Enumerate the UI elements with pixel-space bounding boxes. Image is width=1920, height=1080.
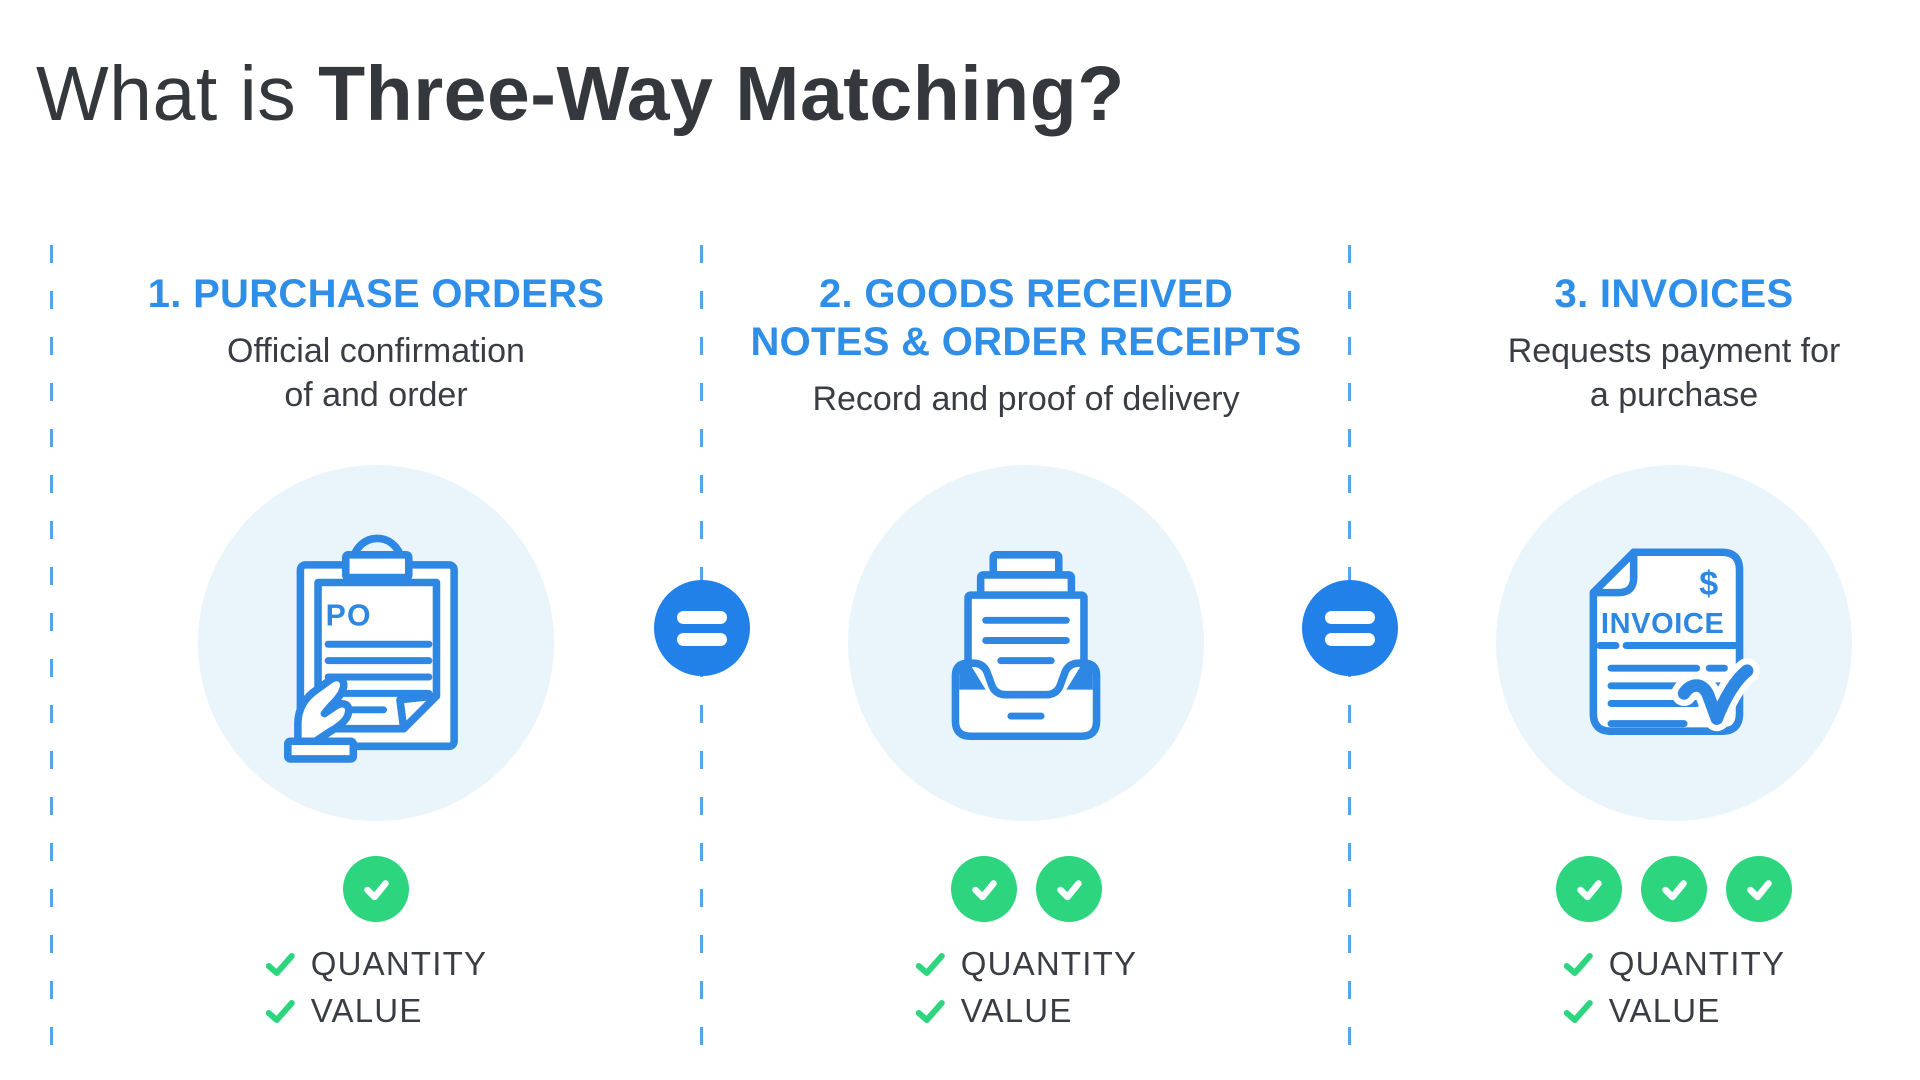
checkmark-icon — [1563, 952, 1593, 976]
equals-bar — [677, 632, 727, 646]
equals-bar — [677, 610, 727, 624]
checklist-item-label: VALUE — [310, 992, 423, 1029]
column-purchase-orders: 1. PURCHASE ORDERS Official confirmation… — [52, 0, 700, 1080]
checklist-item-label: VALUE — [1608, 992, 1721, 1029]
column-1-subtitle: Official confirmation of and order — [227, 332, 525, 414]
page-title-bold: Three-Way Matching? — [318, 51, 1125, 137]
page-title: What is Three-Way Matching? — [36, 50, 1125, 139]
checkmark-icon — [915, 999, 945, 1023]
column-3-header: 3. INVOICES Requests payment for a purch… — [1350, 270, 1920, 417]
checklist-item-label: QUANTITY — [1608, 945, 1786, 982]
hand-shape — [294, 673, 353, 746]
column-1-heading: 1. PURCHASE ORDERS — [147, 272, 605, 316]
separator-line-left — [50, 245, 53, 1053]
invoice-icon: $ INVOICE — [1589, 548, 1760, 735]
checklist-item: QUANTITY — [915, 945, 1137, 983]
checklist-item-label: QUANTITY — [960, 945, 1138, 982]
checklist-item-label: VALUE — [960, 992, 1073, 1029]
po-label: PO — [326, 599, 372, 632]
goods-received-tray-icon — [951, 551, 1101, 741]
column-1-checklist: QUANTITY VALUE — [265, 945, 487, 1030]
column-2-subtitle: Record and proof of delivery — [812, 380, 1240, 418]
check-badge-icon — [343, 856, 409, 922]
checklist-item: VALUE — [1563, 992, 1785, 1030]
column-3-subtitle: Requests payment for a purchase — [1507, 332, 1841, 414]
checkmark-icon — [915, 952, 945, 976]
page-title-light: What is — [36, 51, 319, 137]
invoice-currency-label: $ — [1699, 565, 1718, 603]
check-badge-icon — [1641, 856, 1707, 922]
column-1-icon-circle: PO — [198, 465, 554, 821]
check-badge-icon — [950, 856, 1017, 922]
column-3-checklist: QUANTITY VALUE — [1563, 945, 1785, 1030]
column-invoices: 3. INVOICES Requests payment for a purch… — [1350, 0, 1920, 1080]
equals-bar — [1325, 610, 1375, 624]
approved-checkmark — [1677, 664, 1754, 725]
purchase-order-clipboard-icon: PO — [284, 534, 458, 763]
column-1-match-badges — [52, 856, 700, 922]
checklist-item: VALUE — [265, 992, 487, 1030]
column-2-checklist: QUANTITY VALUE — [915, 945, 1137, 1030]
check-badge-icon — [1726, 856, 1792, 922]
equals-bar — [1325, 632, 1375, 646]
column-goods-received: 2. GOODS RECEIVED NOTES & ORDER RECEIPTS… — [702, 0, 1350, 1080]
invoice-title-label: INVOICE — [1601, 608, 1725, 640]
column-3-heading: 3. INVOICES — [1554, 272, 1794, 316]
checklist-item: QUANTITY — [1563, 945, 1785, 983]
checklist-item: VALUE — [915, 992, 1137, 1030]
column-2-match-badges — [702, 856, 1350, 922]
checkmark-icon — [265, 999, 295, 1023]
checklist-item: QUANTITY — [265, 945, 487, 983]
check-badge-icon — [1035, 856, 1102, 922]
column-1-header: 1. PURCHASE ORDERS Official confirmation… — [52, 270, 700, 417]
checkmark-icon — [265, 952, 295, 976]
column-2-header: 2. GOODS RECEIVED NOTES & ORDER RECEIPTS… — [702, 270, 1350, 422]
equals-icon — [1302, 580, 1398, 676]
column-3-icon-circle: $ INVOICE — [1496, 465, 1852, 821]
check-badge-icon — [1556, 856, 1622, 922]
column-3-match-badges — [1350, 856, 1920, 922]
column-2-heading: 2. GOODS RECEIVED NOTES & ORDER RECEIPTS — [750, 272, 1302, 364]
checkmark-icon — [1563, 999, 1593, 1023]
equals-icon — [654, 580, 750, 676]
checklist-item-label: QUANTITY — [310, 945, 488, 982]
column-2-icon-circle — [848, 465, 1204, 821]
